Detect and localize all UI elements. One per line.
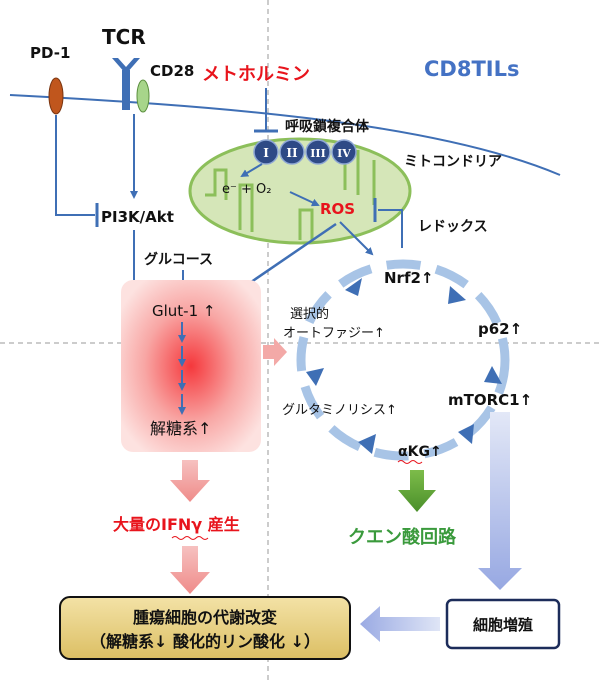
mitochondria-label: ミトコンドリア	[404, 154, 502, 170]
cycle-arrow-right	[484, 366, 502, 384]
mitochondria-outer	[188, 137, 412, 245]
cell-membrane	[9, 94, 561, 176]
autophagy-label-2: オートファジー↑	[283, 326, 385, 341]
complex-2-label: II	[286, 146, 298, 160]
cd28-label: CD28	[150, 62, 194, 80]
proliferation-label: 細胞増殖	[473, 616, 533, 634]
proliferation-to-tumor-arrow	[360, 606, 440, 642]
tumor-metabolism-label-2: （解糖系↓ 酸化的リン酸化 ↓）	[90, 632, 320, 651]
redox-inhibit-line	[378, 209, 403, 248]
complex-4-label: IV	[337, 147, 351, 160]
glut1-label: Glut-1 ↑	[152, 302, 215, 320]
complex-1-label: I	[263, 146, 269, 160]
cd8tils-label: CD8TILs	[424, 57, 519, 81]
tca-cycle-label: クエン酸回路	[348, 526, 457, 548]
pd1-receptor	[48, 77, 64, 115]
cycle-arrowheads	[306, 278, 502, 454]
ifng-label: 大量のIFNγ 産生	[113, 515, 240, 534]
respiratory-complex-label: 呼吸鎖複合体	[285, 118, 370, 135]
electron-oxygen-label: e⁻ + O₂	[222, 182, 271, 197]
cycle-arrow-nrf2	[345, 278, 362, 296]
glycolysis-label: 解糖系↑	[150, 419, 211, 438]
proliferation-box	[445, 598, 561, 650]
pi3k-akt-label: PI3K/Akt	[101, 208, 174, 226]
glucose-label: グルコース	[144, 251, 213, 268]
cd28-receptor	[136, 79, 150, 113]
cycle-arrow-p62-top	[448, 286, 466, 304]
cycle-arrow-bottom-left	[358, 434, 376, 454]
pd1-label: PD-1	[30, 44, 70, 62]
ros-to-nrf2-arrow	[339, 221, 374, 256]
complex-3-label: III	[310, 147, 325, 160]
ros-to-glut1-arrow	[236, 222, 337, 293]
p62-label: p62↑	[478, 320, 522, 338]
complex-1-circle	[253, 139, 279, 165]
nrf2-label: Nrf2↑	[384, 269, 433, 287]
tcr-label: TCR	[102, 25, 146, 49]
tumor-metabolism-label-1: 腫瘍細胞の代謝改変	[133, 608, 277, 627]
tcr-stem	[122, 70, 130, 110]
akg-label: αKG↑	[398, 444, 442, 460]
metabolic-cycle-ring	[296, 259, 510, 461]
complex-to-electron-arrow	[240, 163, 263, 178]
metformin-label: メトホルミン	[202, 64, 310, 85]
mtorc1-label: mTORC1↑	[448, 391, 532, 409]
redox-label: レドックス	[418, 219, 488, 235]
akg-to-tca-arrow	[398, 470, 436, 512]
glycolysis-region	[121, 280, 261, 452]
complex-4-circle	[331, 139, 357, 165]
complex-3-circle	[305, 139, 331, 165]
tumor-metabolism-box	[59, 596, 351, 660]
ros-label: ROS	[320, 200, 355, 218]
complex-2-circle	[279, 139, 305, 165]
pd1-inhibit-line	[55, 115, 95, 216]
mitochondria-cristae	[205, 150, 376, 240]
akg-squiggle	[397, 460, 423, 464]
ifng-squiggle	[171, 536, 209, 540]
tcr-receptor	[112, 58, 140, 74]
cycle-arrow-left	[306, 368, 324, 386]
glycolysis-to-cycle-arrow	[263, 338, 287, 366]
ifng-to-tumor-arrow	[170, 546, 210, 594]
complex-group: I II III IV	[253, 139, 357, 165]
glutaminolysis-label: グルタミノリシス↑	[282, 403, 397, 418]
electron-to-ros-arrow	[289, 191, 320, 207]
cycle-arrow-bottom-right	[458, 424, 474, 444]
glycolysis-to-ifng-arrow	[170, 460, 210, 502]
mtorc1-to-proliferation-arrow	[478, 412, 522, 590]
autophagy-label-1: 選択的	[290, 306, 329, 322]
